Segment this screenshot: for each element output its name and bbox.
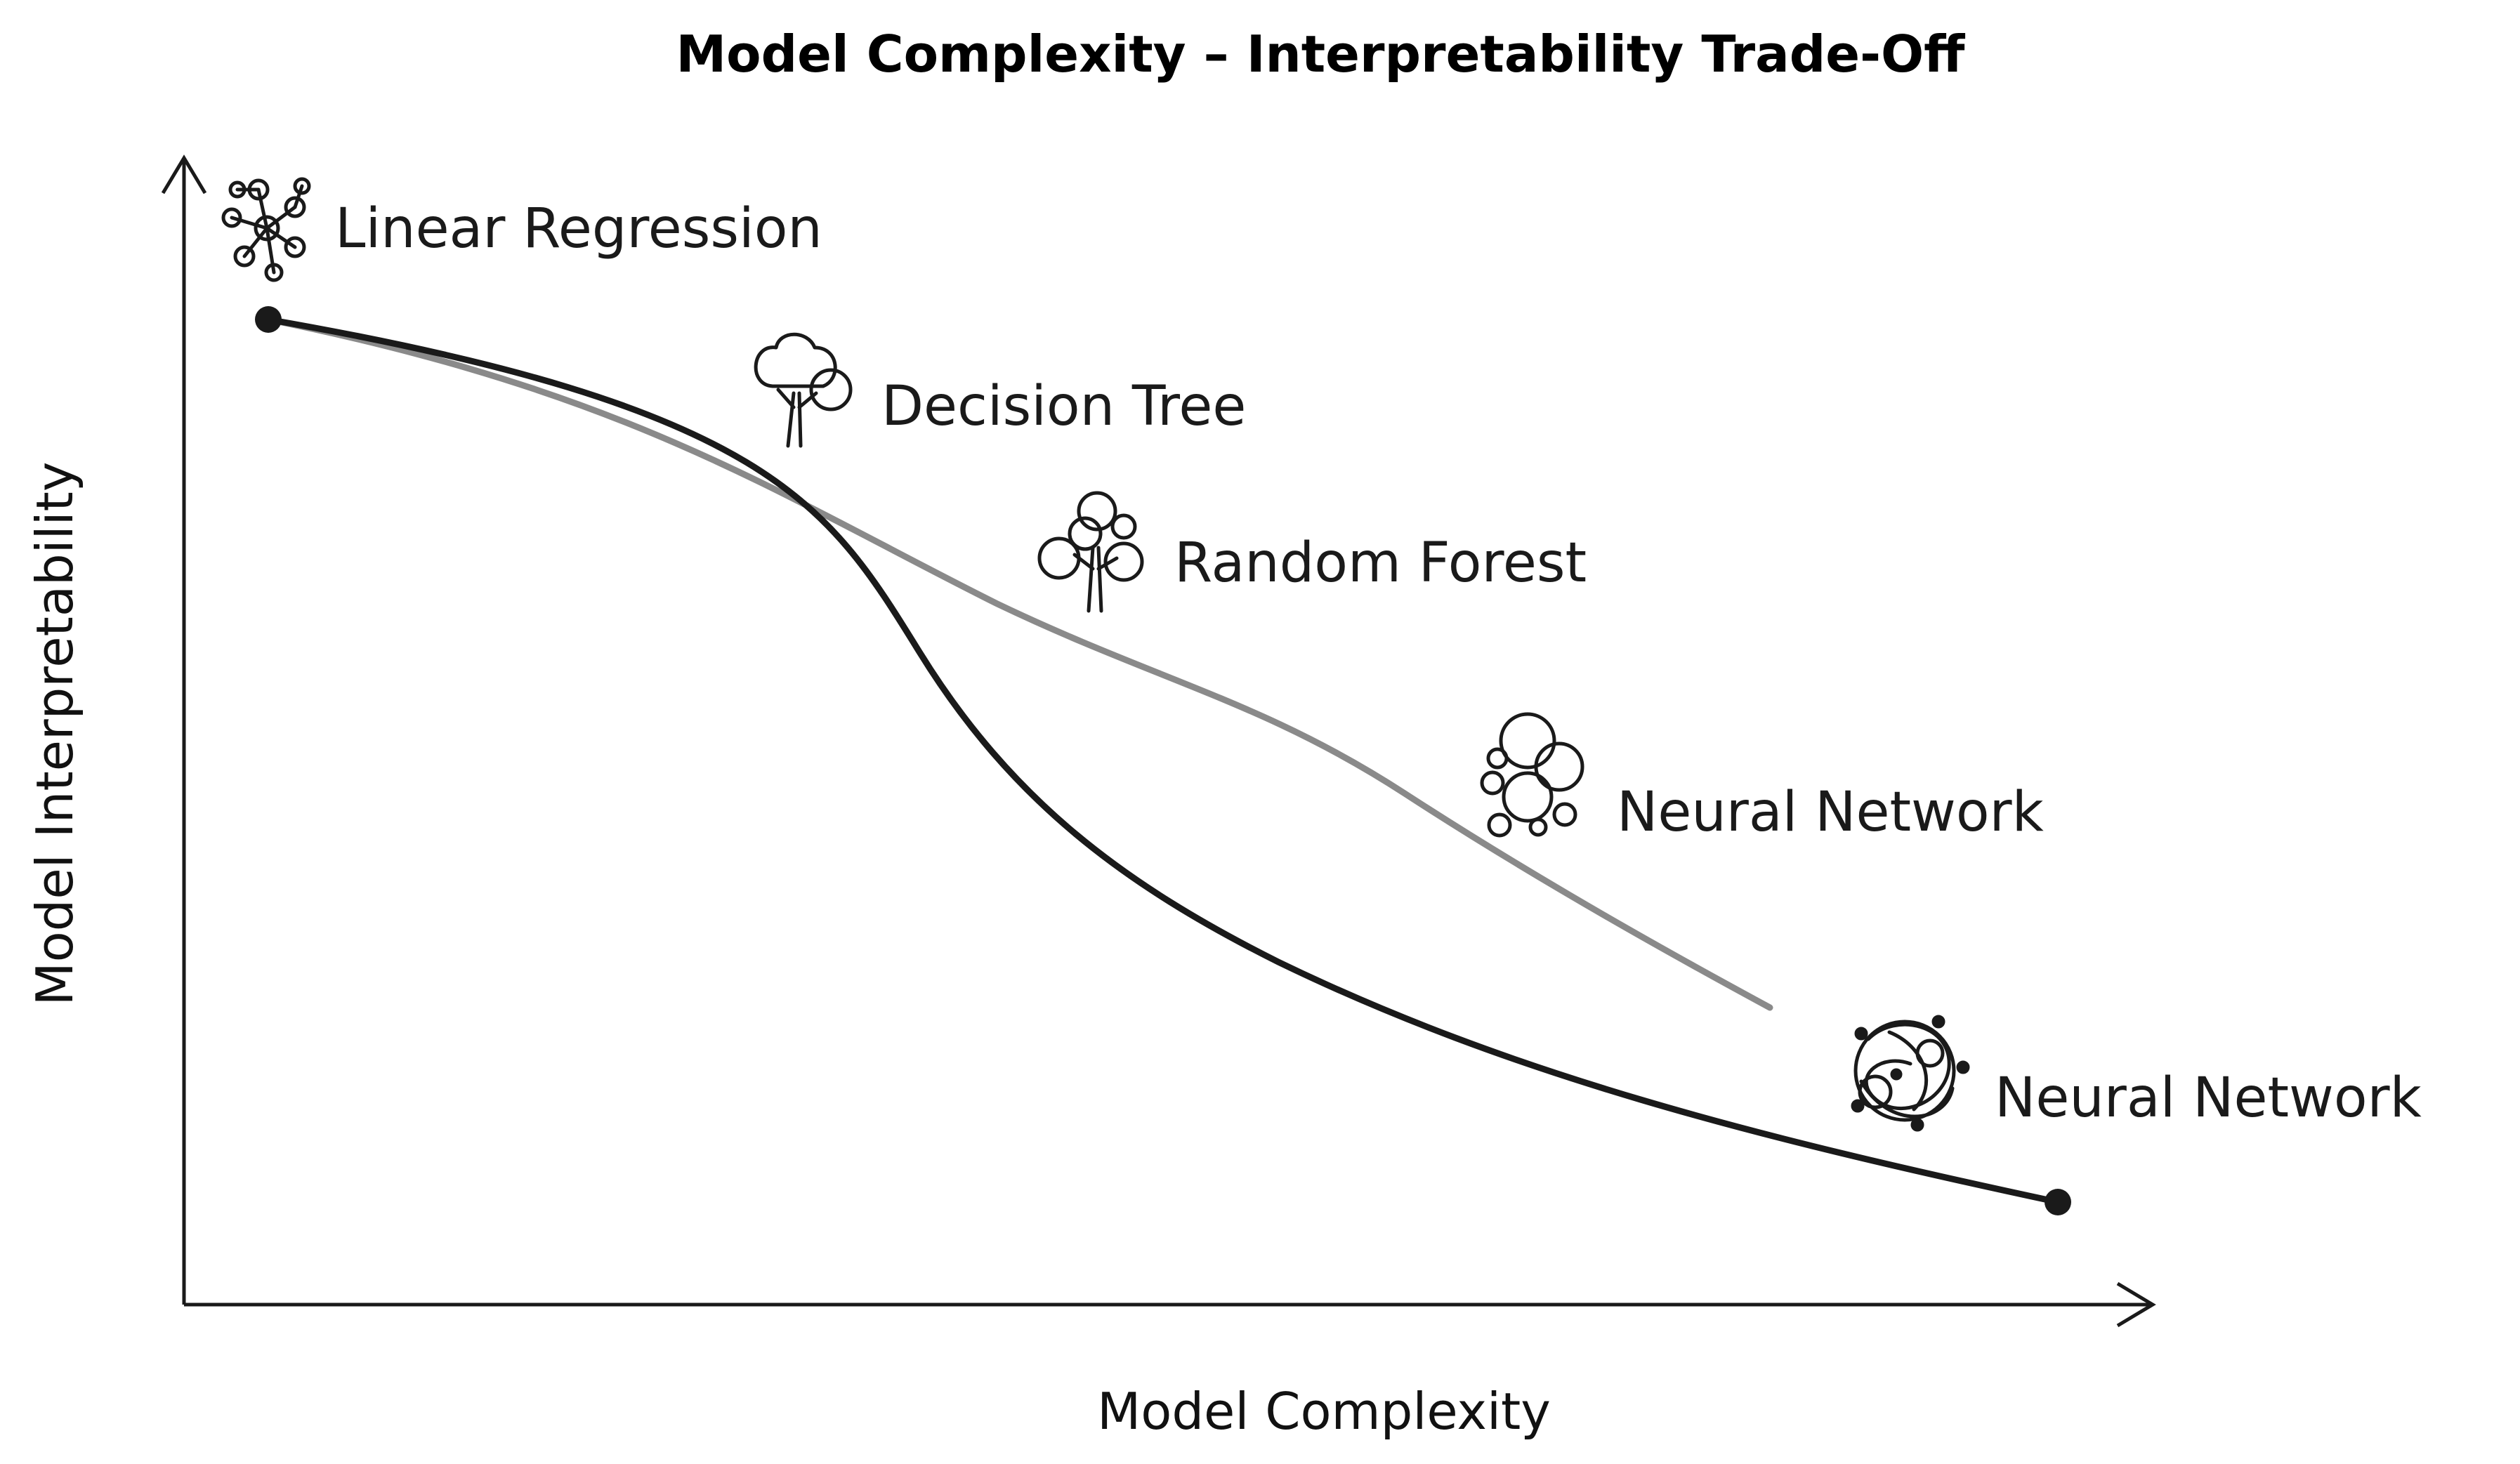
tree-icon [754, 332, 853, 448]
end-point [2045, 1189, 2071, 1215]
bubble-cluster-icon [1480, 712, 1584, 838]
y-axis-label: Model Interpretability [25, 462, 84, 1006]
start-point [255, 306, 282, 333]
y-axis-arrowhead [161, 154, 207, 194]
x-axis-arrowhead [2116, 1281, 2156, 1328]
diagram-title: Model Complexity – Interpretability Trad… [676, 25, 1966, 84]
forest-icon [1037, 491, 1144, 613]
tangled-network-icon [1851, 1015, 1970, 1132]
x-axis-label: Model Complexity [1097, 1382, 1551, 1441]
model-label-linear-regression: Linear Regression [335, 197, 822, 261]
model-label-neural-network-2: Neural Network [1995, 1067, 2422, 1130]
model-label-random-forest: Random Forest [1174, 532, 1587, 595]
network-nodes-icon [221, 177, 311, 282]
gray-curve [265, 316, 1773, 1011]
black-curve [265, 316, 2061, 1206]
model-label-neural-network-1: Neural Network [1617, 781, 2044, 844]
axes [161, 154, 2156, 1328]
model-label-decision-tree: Decision Tree [881, 375, 1246, 438]
